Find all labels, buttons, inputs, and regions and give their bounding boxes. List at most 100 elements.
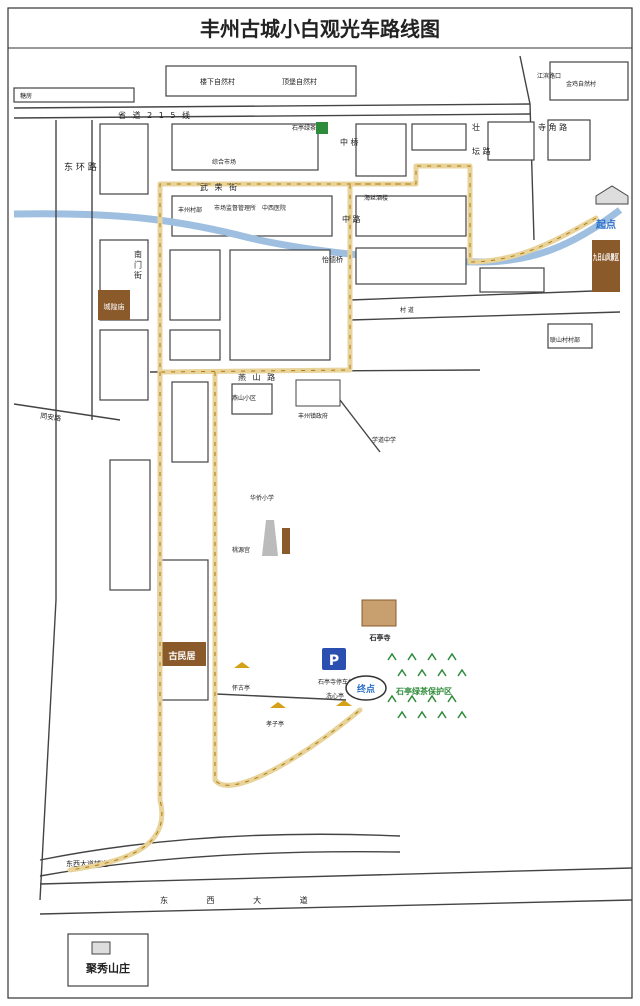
gate-icon (595, 185, 629, 205)
tour-route-branch (212, 369, 363, 788)
road-village-east (349, 289, 621, 301)
block-tangfang (13, 87, 135, 103)
block-haitai-top (411, 123, 467, 151)
road-dongfang-left (39, 120, 57, 901)
landmark-xixin: 洗心亭 (326, 692, 344, 700)
block-central-small (169, 329, 221, 361)
block-central (229, 249, 331, 361)
road-provincial-top (13, 103, 531, 109)
road-zhuang-label: 壮 (472, 122, 480, 132)
block-sijiao (547, 119, 591, 161)
block-left-mid (99, 329, 149, 401)
pagoda-icon (262, 520, 278, 556)
landmark-chenghuang: 城隍庙 (104, 302, 125, 311)
tour-route-arrows (69, 165, 597, 871)
road-sijiao-label: 寺 角 路 (538, 122, 567, 132)
label-fengzhou-cun: 丰州村部 (178, 206, 202, 214)
road-wurong-label: 武 荣 街 (200, 182, 239, 192)
guminju-badge (158, 642, 206, 666)
label-zhongxin: 中西医院 (262, 204, 286, 212)
road-tongan-label: 同安路 (40, 411, 62, 423)
landmark-guminju: 古民居 (168, 650, 195, 662)
road-zhonglu-label: 中 路 (342, 214, 361, 224)
jiuri-badge (592, 240, 620, 292)
landmark-huaigu: 怀古亭 (232, 684, 250, 692)
label-jiangbin: 江滨路口 (537, 72, 561, 80)
road-chunlu-label: 村 道 (400, 306, 414, 314)
juxiu-icon (91, 941, 111, 955)
block-east-mid (355, 247, 467, 285)
landmark-parking: 石亭寺停车场 (318, 678, 354, 686)
label-dingbao: 顶堡自然村 (282, 77, 317, 86)
landmark-jiuri: 九日山风景区 (592, 252, 619, 262)
label-haitai: 海丝酒楼 (364, 194, 388, 202)
block-villages (165, 65, 357, 97)
tea-leaf-icon (316, 122, 328, 134)
road-yanshan-label: 燕 山 路 (238, 372, 277, 382)
road-xuedao (339, 399, 381, 453)
road-provincial-bottom (13, 113, 531, 119)
landmark-tea-reserve: 石亭绿茶保护区 (395, 686, 452, 696)
road-provincial-label: 省 道 2 1 5 线 (118, 110, 192, 120)
landmark-shiting-lvcha: 石亭绿茶 (292, 124, 316, 132)
road-tongan (13, 403, 121, 421)
landmark-juxiu: 聚秀山庄 (85, 961, 130, 975)
block-haitai (355, 195, 467, 237)
block-zonghe (171, 123, 319, 171)
label-yanshan-xx: 燕山小区 (232, 394, 256, 402)
road-dongfang-label: 东 环 路 (64, 161, 97, 173)
block-south-2 (231, 383, 273, 415)
label-tangfang: 糖房 (20, 92, 32, 100)
block-lianzhuang (547, 323, 593, 349)
road-east-upper (519, 55, 535, 241)
block-guanyin (355, 123, 407, 177)
map-title: 丰州古城小白观光车路线图 (200, 17, 440, 41)
road-dongxi-top (39, 867, 633, 885)
tour-route-branch-arrows (214, 372, 361, 786)
road-zhongqiao-label: 中 桥 (340, 137, 359, 147)
endpoint-marker (345, 675, 387, 701)
block-central-left (169, 249, 221, 321)
label-zonghe: 综合市场 (212, 158, 236, 166)
label-louxia: 楼下自然村 (200, 77, 235, 86)
road-tanlu-label: 坛 路 (472, 146, 491, 156)
chenghuang-badge (98, 290, 130, 320)
label-fengzhou-zf: 丰州镇政府 (298, 412, 328, 420)
landmark-xiaozi: 孝子亭 (266, 720, 284, 728)
block-lower-left (109, 459, 151, 591)
block-left-top (99, 123, 149, 195)
landmark-start: 起点 (595, 218, 616, 231)
block-jinge (549, 61, 629, 101)
parking-icon (322, 648, 346, 670)
xiaozi-icon (270, 702, 286, 708)
landmark-shitingsi: 石亭寺 (369, 633, 391, 642)
label-xuedao: 学道中学 (372, 436, 396, 444)
xixin-icon (336, 700, 352, 706)
tea-field-icon (387, 652, 467, 719)
shitingsi-icon (361, 599, 397, 627)
huaigu-icon (234, 662, 250, 668)
block-guminju (157, 559, 209, 701)
label-taozhou: 桃源宫 (232, 546, 250, 554)
road-dongxi-fuzhu-label: 东西大道辅道 (66, 859, 108, 868)
road-temple-access (215, 693, 347, 701)
road-dongxi-bottom (39, 899, 633, 915)
label-shichang: 市场监督管理所 (214, 204, 256, 212)
pagoda-sign (282, 528, 290, 554)
label-jinge: 金鸡自然村 (566, 80, 596, 88)
road-nanmen-label: 南 门 街 (134, 249, 143, 280)
map-frame (7, 7, 633, 999)
block-south-1 (171, 381, 209, 463)
road-dongxi-fuzhu-top (39, 833, 401, 861)
landmark-end: 终点 (356, 683, 375, 695)
road-dongxi-label: 东 西 大 道 (160, 895, 326, 905)
road-yidekang-label: 怡德桥 (322, 255, 343, 264)
block-hotel (487, 121, 535, 161)
block-east-village (479, 267, 545, 293)
river (13, 207, 623, 266)
label-lianzhuang: 联山村村部 (550, 336, 580, 344)
parking-p: P (329, 653, 339, 669)
block-fengzhou-cun (171, 195, 333, 237)
label-huaqiao: 华侨小学 (250, 494, 274, 502)
